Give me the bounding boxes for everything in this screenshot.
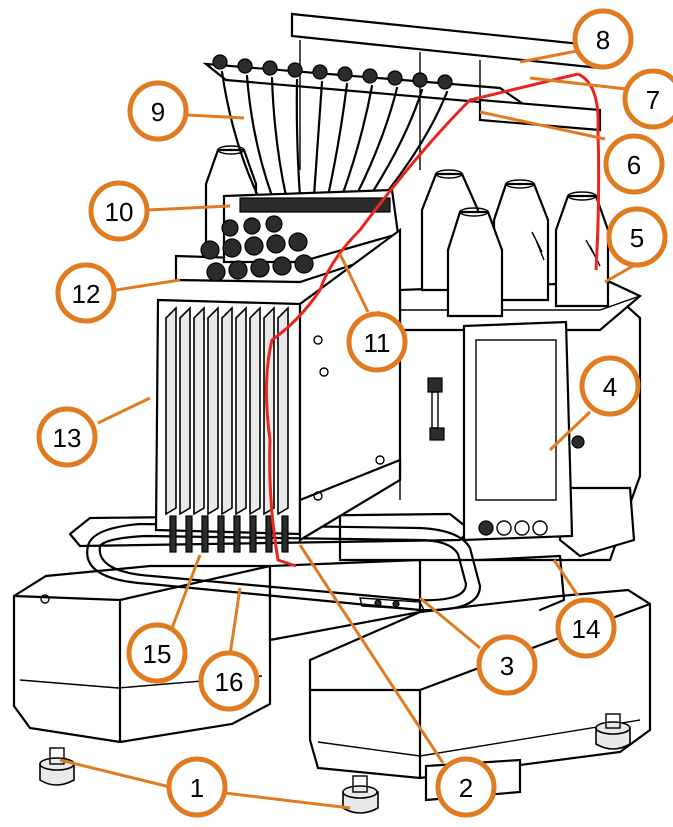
callout-label: 11: [364, 328, 391, 358]
callout-label: 8: [596, 25, 610, 55]
callout-label: 1: [190, 773, 204, 803]
top-thread-guides: [212, 54, 453, 90]
callout-label: 2: [459, 773, 473, 803]
callout-label: 7: [646, 85, 660, 115]
callout-4: 4: [579, 355, 641, 417]
callout-14: 14: [555, 597, 617, 659]
leader-lines: [59, 48, 641, 810]
callout-9: 9: [127, 80, 189, 142]
thread-stand: [204, 145, 643, 332]
tension-knobs: [200, 197, 391, 282]
callout-6: 6: [603, 133, 665, 195]
rear-tension: [427, 377, 445, 441]
machine-base: [12, 558, 652, 814]
machine-head: [154, 188, 402, 553]
callout-8: 8: [572, 8, 634, 70]
callout-10: 10: [88, 180, 150, 242]
callout-label: 9: [151, 97, 165, 127]
operation-panel: [462, 320, 585, 542]
callout-12: 12: [55, 262, 117, 324]
callout-label: 16: [215, 667, 244, 697]
callout-7: 7: [622, 68, 673, 130]
thread-cones: [204, 145, 610, 318]
callout-label: 14: [572, 614, 601, 644]
callout-15: 15: [126, 622, 188, 684]
callout-label: 6: [627, 150, 641, 180]
callout-label: 10: [105, 197, 134, 227]
callout-label: 5: [630, 223, 644, 253]
callout-label: 13: [53, 423, 82, 453]
callout-label: 3: [500, 651, 514, 681]
callout-1: 1: [166, 756, 228, 818]
presser-feet: [169, 515, 289, 553]
callout-13: 13: [36, 406, 98, 468]
thread-guide-assembly: [202, 12, 602, 198]
needle-bars: [165, 306, 289, 516]
callout-16: 16: [198, 650, 260, 712]
machine-feet: [39, 713, 631, 814]
callout-label: 15: [143, 639, 172, 669]
thread-tubes: [220, 70, 449, 198]
callout-label: 12: [72, 279, 101, 309]
callout-2: 2: [435, 756, 497, 818]
callout-3: 3: [476, 634, 538, 696]
callout-5: 5: [606, 206, 668, 268]
callout-11: 11: [346, 311, 408, 373]
callout-label: 4: [603, 372, 617, 402]
